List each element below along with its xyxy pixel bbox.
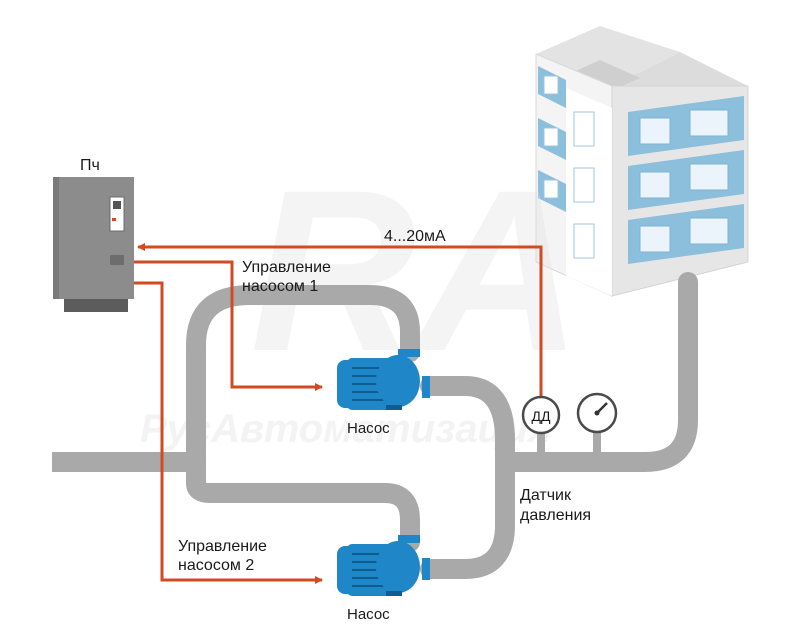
pump-icon (337, 349, 430, 410)
pump2-inlet-pipe (186, 452, 420, 552)
pressure-sensor (521, 395, 561, 453)
control1-line2: насосом 1 (242, 278, 318, 295)
discharge-pipe (495, 272, 698, 472)
control2-line1: Управление (178, 538, 267, 555)
sensor-line2: давления (520, 507, 591, 524)
pump1-outlet-pipe (420, 376, 515, 472)
pump2-control-line (134, 281, 323, 584)
signal-label: 4...20мА (384, 228, 446, 245)
pipes (52, 272, 698, 579)
pump-icon (337, 535, 430, 596)
control2-line2: насосом 2 (178, 557, 254, 574)
watermark-text: РусАвтоматизация (140, 407, 551, 451)
pump2-label: Насос (347, 606, 390, 623)
pump1-control-line (134, 260, 323, 391)
pump1-label: Насос (347, 420, 390, 437)
sensor-badge: ДД (532, 408, 551, 424)
pump2-outlet-pipe (420, 452, 515, 579)
pressure-gauge-icon (576, 392, 618, 453)
vfd-label: Пч (80, 157, 100, 174)
apartment-building-icon (535, 26, 749, 297)
vfd-cabinet-icon (53, 177, 134, 312)
sensor-line1: Датчик (520, 487, 572, 504)
signal-lines (134, 243, 543, 584)
pump1-inlet-pipe (186, 285, 420, 472)
control1-line1: Управление (242, 259, 331, 276)
feedback-signal-line (137, 243, 543, 404)
